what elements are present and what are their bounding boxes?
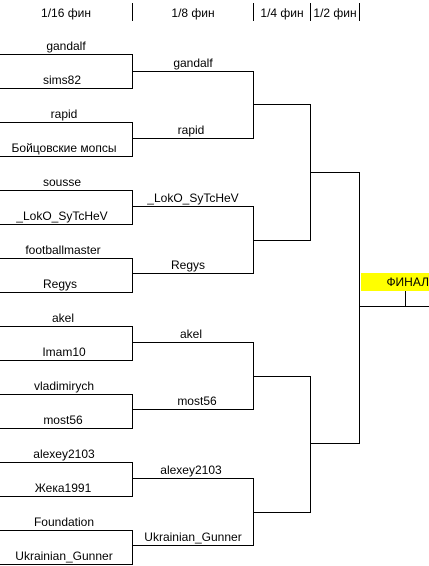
round8-winner: akel [179,327,202,341]
final-label: ФИНАЛ [386,275,429,289]
player-name: sims82 [42,73,81,87]
player-name: rapid [50,107,78,121]
player-name: akel [51,311,74,325]
header-separator [253,3,254,21]
header-separator [132,3,133,21]
player-name: gandalf [46,39,86,53]
round8-winner: most56 [177,394,217,408]
header-round-16: 1/16 фин [41,6,91,20]
final-highlight [361,273,429,291]
player-name: alexey2103 [33,447,95,461]
round8-winner: rapid [177,123,205,137]
player-name: Бойцовские мопсы [11,141,117,155]
player-name: Foundation [33,515,95,529]
player-name: _LokO_SyTcHeV [16,209,108,223]
round8-winner: _LokO_SyTcHeV [147,191,239,205]
player-name: Ukrainian_Gunner [15,549,113,563]
player-name: most56 [43,413,83,427]
round8-winner: Regys [170,258,205,272]
round8-winner: Ukrainian_Gunner [144,530,242,544]
round8-winner: gandalf [173,56,213,70]
header-separator [359,3,360,21]
player-name: Imam10 [42,345,86,359]
player-name: Regys [42,277,77,291]
header-separator [310,3,311,21]
player-name: sousse [42,175,82,189]
player-name: vladimirych [33,379,94,393]
header-round-4: 1/4 фин [260,6,304,20]
player-name: Жека1991 [34,481,92,495]
player-name: footballmaster [25,243,101,257]
round8-winner: alexey2103 [160,463,222,477]
header-round-2: 1/2 фин [313,6,357,20]
header-round-8: 1/8 фин [171,6,215,20]
